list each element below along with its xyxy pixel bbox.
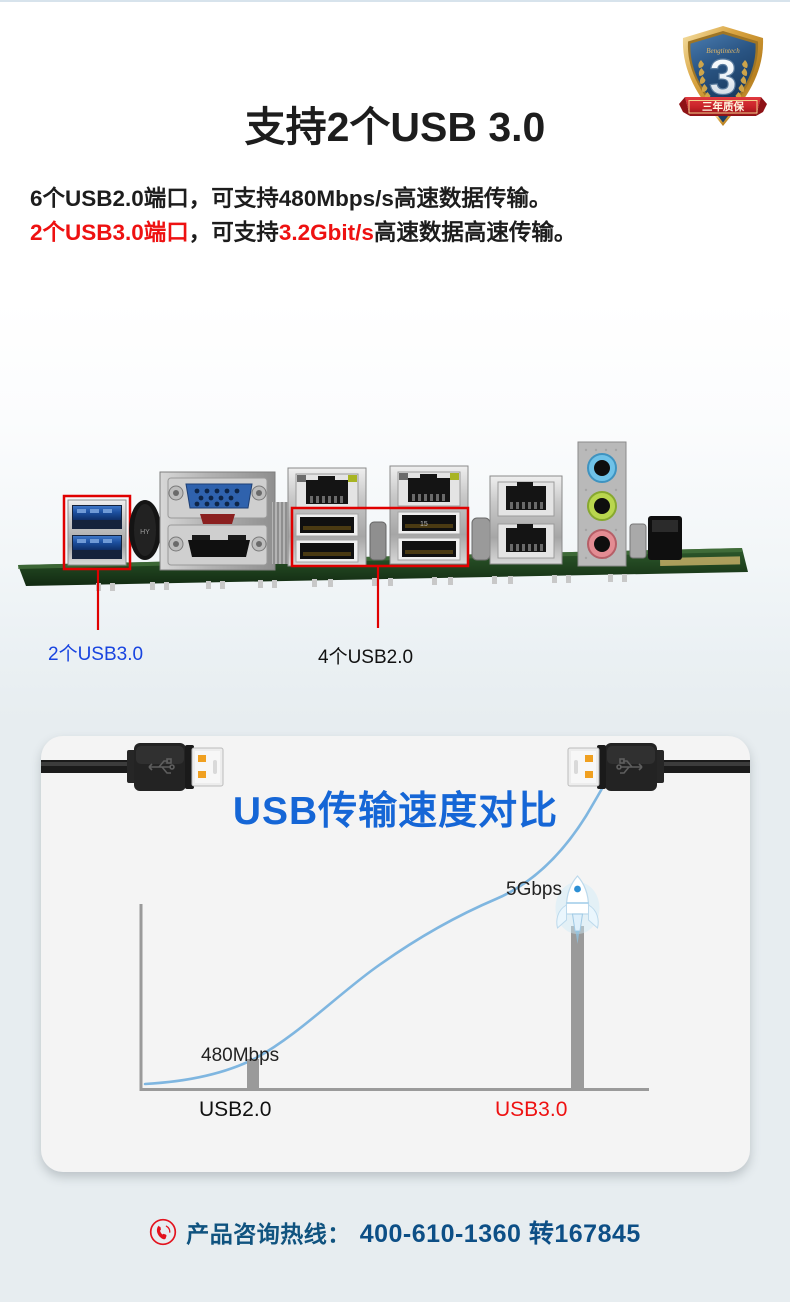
audio-jack-stack bbox=[577, 441, 627, 567]
chart-value-label-usb20: 480Mbps bbox=[201, 1045, 280, 1066]
description-line-2-part-4: 高速数据高速传输。 bbox=[373, 220, 577, 245]
page-title: 支持2个USB 3.0 bbox=[244, 104, 546, 150]
badge-number: 3 bbox=[709, 49, 737, 105]
usb-cable-right bbox=[567, 743, 750, 791]
comparison-card-title: USB传输速度对比 bbox=[232, 790, 559, 833]
contact-hotline: 产品咨询热线： 400-610-1360 转167845 bbox=[0, 1214, 790, 1250]
hotline-label: 产品咨询热线： bbox=[186, 1221, 351, 1247]
svg-text:Bengtintech: Bengtintech bbox=[706, 47, 740, 55]
description-line-2: 2个USB3.0端口，可支持3.2Gbit/s高速数据高速传输。 bbox=[30, 216, 770, 250]
svg-text:15: 15 bbox=[420, 521, 428, 528]
badge-ribbon-text: 三年质保 bbox=[702, 100, 744, 113]
chart-category-label-usb20: USB2.0 bbox=[199, 1098, 272, 1121]
chart-bar-usb20 bbox=[247, 1059, 259, 1090]
hotline-number: 400-610-1360 转167845 bbox=[359, 1220, 641, 1248]
feature-description: 6个USB2.0端口，可支持480Mbps/s高速数据传输。 2个USB3.0端… bbox=[30, 182, 770, 250]
usb-cable-left bbox=[41, 743, 224, 791]
callout-label-usb30: 2个USB3.0 bbox=[48, 644, 144, 665]
usb20-highlight-box bbox=[290, 506, 470, 568]
chart-bar-usb30 bbox=[571, 926, 584, 1090]
description-line-1: 6个USB2.0端口，可支持480Mbps/s高速数据传输。 bbox=[30, 186, 552, 211]
description-line-2-part-1: 2个USB3.0端口 bbox=[30, 220, 189, 245]
svg-text:HY: HY bbox=[140, 529, 150, 536]
top-divider bbox=[0, 0, 790, 2]
description-line-2-part-2: ，可支持 bbox=[188, 220, 279, 245]
callout-label-usb20: 4个USB2.0 bbox=[318, 647, 414, 668]
usb30-port-stack bbox=[67, 499, 127, 566]
chart-value-label-usb30: 5Gbps bbox=[506, 879, 562, 900]
rj45-port-3 bbox=[489, 475, 563, 565]
motherboard-rear-io-panel: HY bbox=[0, 430, 790, 680]
rj45-usb20-combo-2 bbox=[389, 465, 469, 565]
rj45-usb20-combo-1 bbox=[287, 467, 367, 567]
vga-hdmi-bracket bbox=[159, 471, 276, 571]
phone-icon bbox=[150, 1218, 177, 1246]
three-year-warranty-badge: Bengtintech 3 三年质保 bbox=[677, 24, 769, 132]
description-line-2-part-3: 3.2Gbit/s bbox=[278, 220, 374, 245]
chart-trend-line bbox=[143, 762, 618, 1086]
rocket-icon bbox=[555, 875, 600, 944]
usb-speed-chart bbox=[41, 736, 750, 1172]
chart-category-label-usb30: USB3.0 bbox=[495, 1098, 568, 1121]
